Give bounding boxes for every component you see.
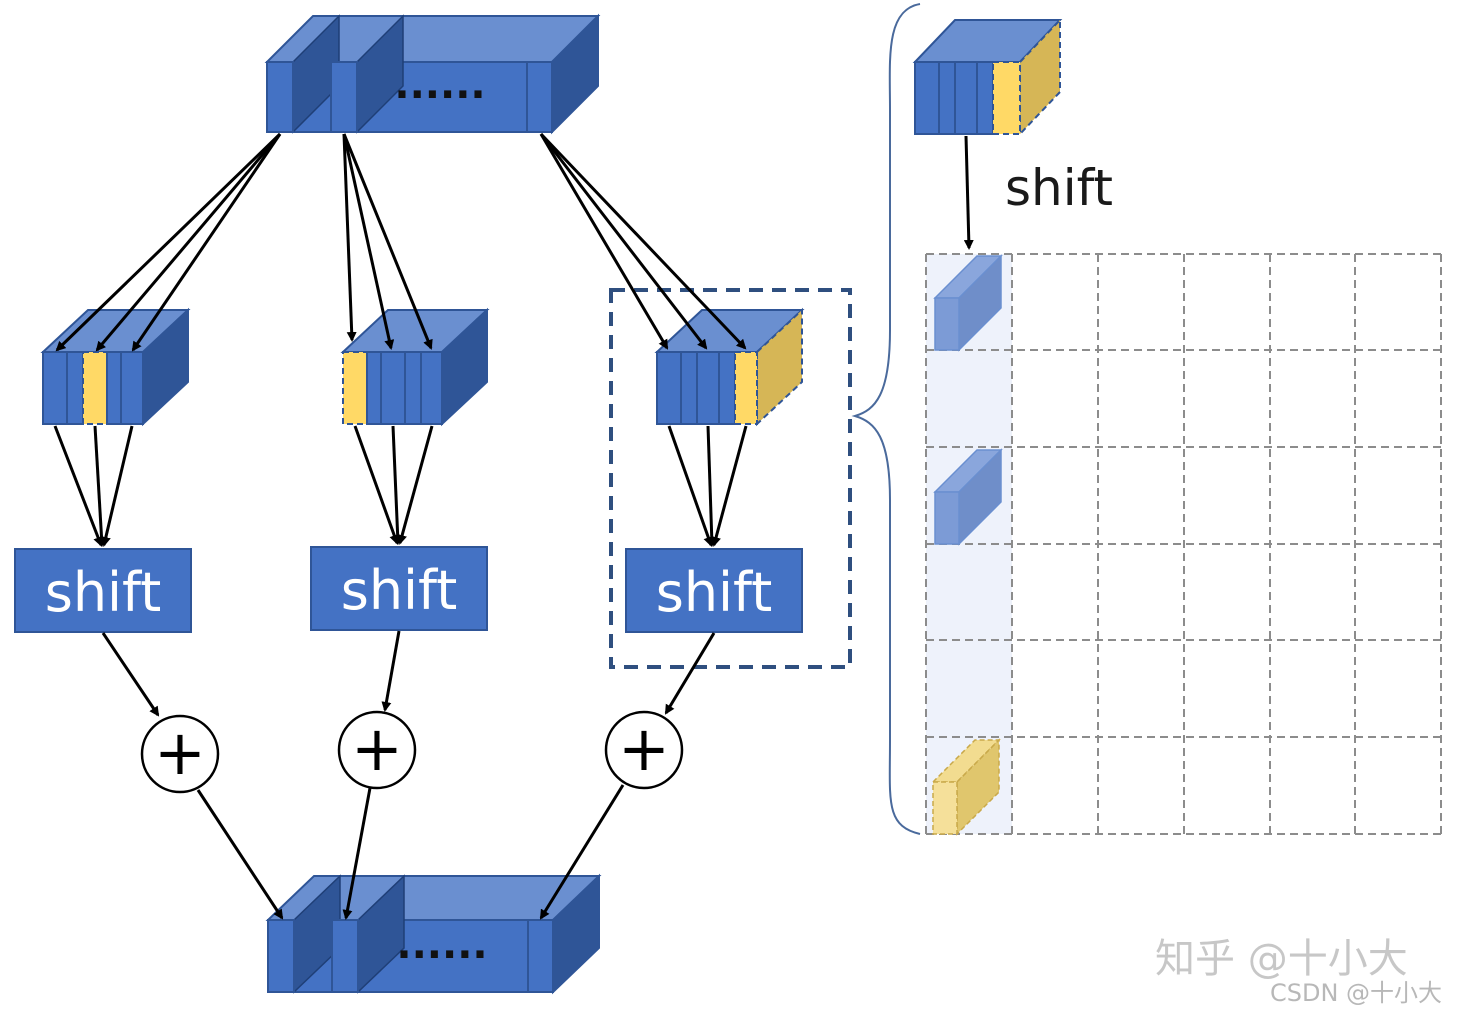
output-ellipsis: ...... [396, 922, 487, 968]
detail-channel-group [912, 17, 1063, 137]
shifted-slice-2 [933, 448, 1003, 546]
svg-text:+: + [618, 712, 670, 785]
detail-shift-label: shift [1005, 159, 1113, 217]
shifted-slice-3-yellow [931, 738, 1001, 836]
branch-2-shift-label: shift [341, 559, 458, 622]
branch-3-shift-box [625, 548, 803, 633]
branch-1-shift-box [14, 548, 192, 633]
branch-3-channel-group [654, 307, 805, 427]
watermark-csdn: CSDN @十小大 [1270, 979, 1442, 1007]
output-feature-tensor: ...... [265, 873, 602, 995]
detail-shift-arrow [963, 135, 974, 250]
branch-2-add-node: + [337, 710, 417, 790]
watermark-zhihu: 知乎 @十小大 [1155, 936, 1408, 982]
detail-brace [851, 3, 921, 835]
branch-3-add-node: + [604, 710, 684, 790]
branch-2-shift-box [310, 546, 488, 631]
svg-text:+: + [351, 712, 403, 785]
shifted-slice-1 [933, 254, 1003, 352]
svg-text:+: + [154, 716, 206, 789]
branch-3-shift-label: shift [656, 561, 773, 624]
input-ellipsis: ...... [394, 62, 485, 108]
flow-arrows [53, 132, 748, 920]
detail-grid [925, 253, 1442, 835]
branch-3-highlight-frame [609, 288, 852, 669]
input-feature-tensor: ...... [264, 13, 601, 135]
branch-1-add-node: + [140, 714, 220, 794]
branch-2-channel-group [340, 307, 490, 427]
branch-1-shift-label: shift [45, 561, 162, 624]
